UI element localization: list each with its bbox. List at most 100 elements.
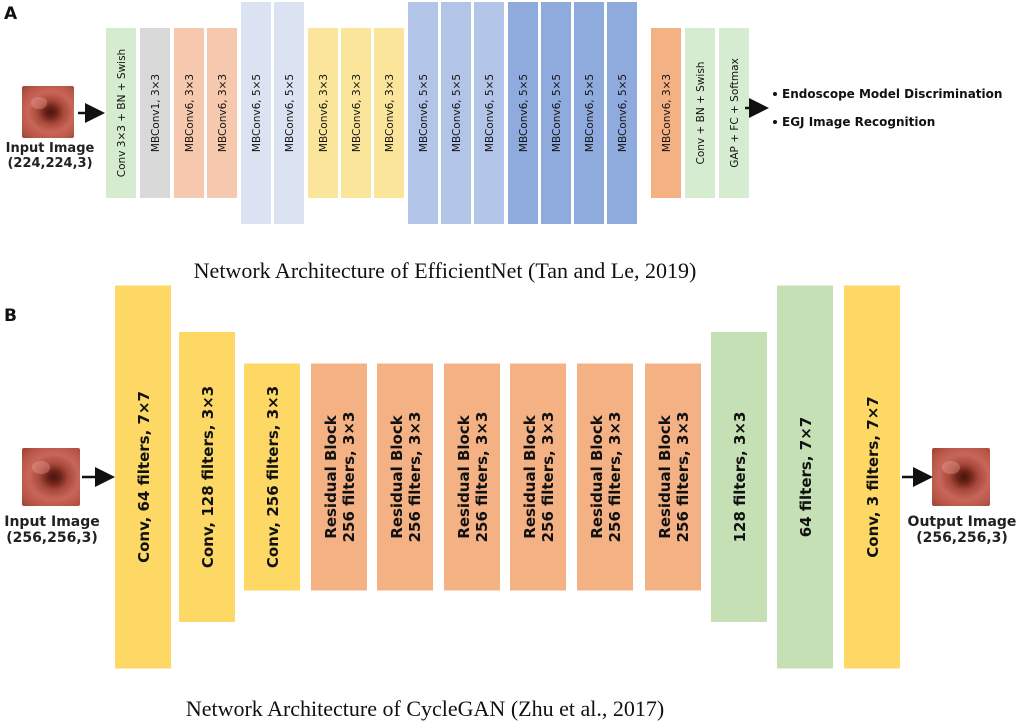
cyclegan-block-label: Residual Block bbox=[455, 414, 473, 538]
cyclegan-block-label: Conv, 128 filters, 3×3 bbox=[199, 386, 217, 568]
efficientnet-block-rect bbox=[508, 2, 538, 224]
cyclegan-block-label: Residual Block bbox=[588, 414, 606, 538]
efficientnet-block-rect bbox=[574, 2, 604, 224]
efficientnet-block: MBConv6, 5×5 bbox=[241, 2, 271, 224]
cyclegan-block: Conv, 3 filters, 7×7 bbox=[844, 285, 900, 669]
efficientnet-block-rect bbox=[140, 28, 170, 198]
efficientnet-block-rect bbox=[241, 2, 271, 224]
efficientnet-block: MBConv6, 5×5 bbox=[607, 2, 637, 224]
efficientnet-block-rect bbox=[274, 2, 304, 224]
efficientnet-block: MBConv6, 3×3 bbox=[651, 28, 681, 198]
cyclegan-block-rect bbox=[179, 332, 235, 622]
output-bullet bbox=[773, 120, 777, 124]
cyclegan-block-label: Residual Block bbox=[322, 414, 340, 538]
efficientnet-block-label: GAP + FC + Softmax bbox=[729, 58, 741, 168]
efficientnet-block: MBConv6, 5×5 bbox=[541, 2, 571, 224]
efficientnet-block-rect bbox=[651, 28, 681, 198]
efficientnet-block-label: MBConv6, 3×3 bbox=[661, 74, 673, 152]
cyclegan-block-rect bbox=[311, 363, 367, 591]
caption-efficientnet: Network Architecture of EfficientNet (Ta… bbox=[193, 258, 697, 283]
efficientnet-block: MBConv1, 3×3 bbox=[140, 28, 170, 198]
efficientnet-block: MBConv6, 3×3 bbox=[374, 28, 404, 198]
efficientnet-block-label: MBConv6, 5×5 bbox=[484, 74, 496, 152]
cyclegan-block: Conv, 128 filters, 3×3 bbox=[179, 332, 235, 622]
efficientnet-block-rect bbox=[106, 28, 136, 198]
input-image-a-thumbnail bbox=[22, 86, 74, 138]
cyclegan-block-label: Conv, 64 filters, 7×7 bbox=[135, 391, 153, 563]
efficientnet-block: MBConv6, 5×5 bbox=[508, 2, 538, 224]
input-image-a-label: Input Image (224,224,3) bbox=[0, 141, 100, 172]
output-item-endoscope: Endoscope Model Discrimination bbox=[782, 87, 1002, 101]
efficientnet-block-label: MBConv6, 3×3 bbox=[184, 74, 196, 152]
output-image-b-thumbnail bbox=[932, 448, 990, 506]
cyclegan-block: Conv, 64 filters, 7×7 bbox=[115, 285, 171, 669]
efficientnet-block: MBConv6, 5×5 bbox=[408, 2, 438, 224]
cyclegan-block-rect bbox=[844, 285, 900, 669]
cyclegan-block-rect bbox=[115, 285, 171, 669]
efficientnet-block-rect bbox=[408, 2, 438, 224]
input-image-a-name: Input Image bbox=[5, 141, 95, 156]
panel-a-label: A bbox=[4, 4, 18, 24]
efficientnet-block-label: Conv + BN + Swish bbox=[695, 62, 707, 165]
input-image-b-thumbnail bbox=[22, 448, 80, 506]
efficientnet-block-label: Conv 3×3 + BN + Swish bbox=[116, 49, 128, 177]
cyclegan-block-label: Residual Block bbox=[388, 414, 406, 538]
cyclegan-block-label: Conv, 3 filters, 7×7 bbox=[864, 396, 882, 557]
cyclegan-block: Conv, 256 filters, 3×3 bbox=[244, 363, 300, 591]
input-image-b-label: Input Image (256,256,3) bbox=[0, 514, 104, 546]
efficientnet-block: GAP + FC + Softmax bbox=[719, 28, 749, 198]
efficientnet-block-rect bbox=[541, 2, 571, 224]
panel-b-label: B bbox=[4, 306, 17, 326]
efficientnet-block-label: MBConv6, 3×3 bbox=[351, 74, 363, 152]
caption-cyclegan: Network Architecture of CycleGAN (Zhu et… bbox=[185, 696, 665, 721]
cyclegan-block-label: 256 filters, 3×3 bbox=[406, 412, 424, 543]
cyclegan-block-label: Residual Block bbox=[521, 414, 539, 538]
cyclegan-block-label: 256 filters, 3×3 bbox=[473, 412, 491, 543]
efficientnet-block-rect bbox=[685, 28, 715, 198]
efficientnet-block-group: Conv 3×3 + BN + Swish MBConv1, 3×3 MBConv6… bbox=[106, 2, 749, 224]
input-image-b-size: (256,256,3) bbox=[6, 530, 98, 547]
cyclegan-block-label: 64 filters, 7×7 bbox=[797, 417, 815, 537]
efficientnet-block-label: MBConv6, 3×3 bbox=[217, 74, 229, 152]
efficientnet-block-label: MBConv6, 3×3 bbox=[384, 74, 396, 152]
cyclegan-block-label: 256 filters, 3×3 bbox=[674, 412, 692, 543]
efficientnet-block-label: MBConv6, 5×5 bbox=[284, 74, 296, 152]
efficientnet-block-rect bbox=[607, 2, 637, 224]
cyclegan-block-label: Conv, 256 filters, 3×3 bbox=[264, 386, 282, 568]
efficientnet-block-label: MBConv1, 3×3 bbox=[150, 74, 162, 152]
cyclegan-block-label: 256 filters, 3×3 bbox=[539, 412, 557, 543]
efficientnet-block-label: MBConv6, 5×5 bbox=[617, 74, 629, 152]
efficientnet-block: MBConv6, 3×3 bbox=[207, 28, 237, 198]
efficientnet-block-rect bbox=[308, 28, 338, 198]
efficientnet-block-label: MBConv6, 5×5 bbox=[251, 74, 263, 152]
cyclegan-block-label: 256 filters, 3×3 bbox=[606, 412, 624, 543]
input-image-a-size: (224,224,3) bbox=[7, 155, 93, 171]
efficientnet-block: MBConv6, 3×3 bbox=[174, 28, 204, 198]
cyclegan-block-rect bbox=[244, 363, 300, 591]
output-item-egj: EGJ Image Recognition bbox=[782, 115, 935, 129]
cyclegan-block-rect bbox=[444, 363, 500, 591]
cyclegan-block-rect bbox=[777, 285, 833, 669]
efficientnet-block-rect bbox=[341, 28, 371, 198]
cyclegan-block-rect bbox=[711, 332, 767, 622]
efficientnet-block: Conv 3×3 + BN + Swish bbox=[106, 28, 136, 198]
cyclegan-block-rect bbox=[645, 363, 701, 591]
efficientnet-block-rect bbox=[174, 28, 204, 198]
output-image-b-name: Output Image bbox=[907, 514, 1017, 530]
output-list-a: Endoscope Model Discrimination EGJ Image… bbox=[773, 87, 1002, 129]
efficientnet-block-label: MBConv6, 5×5 bbox=[551, 74, 563, 152]
cyclegan-block-rect bbox=[577, 363, 633, 591]
efficientnet-block-label: MBConv6, 5×5 bbox=[451, 74, 463, 152]
cyclegan-block-label: 128 filters, 3×3 bbox=[731, 412, 749, 543]
efficientnet-block-label: MBConv6, 5×5 bbox=[518, 74, 530, 152]
efficientnet-block-label: MBConv6, 5×5 bbox=[418, 74, 430, 152]
efficientnet-block-label: MBConv6, 3×3 bbox=[318, 74, 330, 152]
efficientnet-block-rect bbox=[441, 2, 471, 224]
cyclegan-block-rect bbox=[377, 363, 433, 591]
efficientnet-block-rect bbox=[207, 28, 237, 198]
